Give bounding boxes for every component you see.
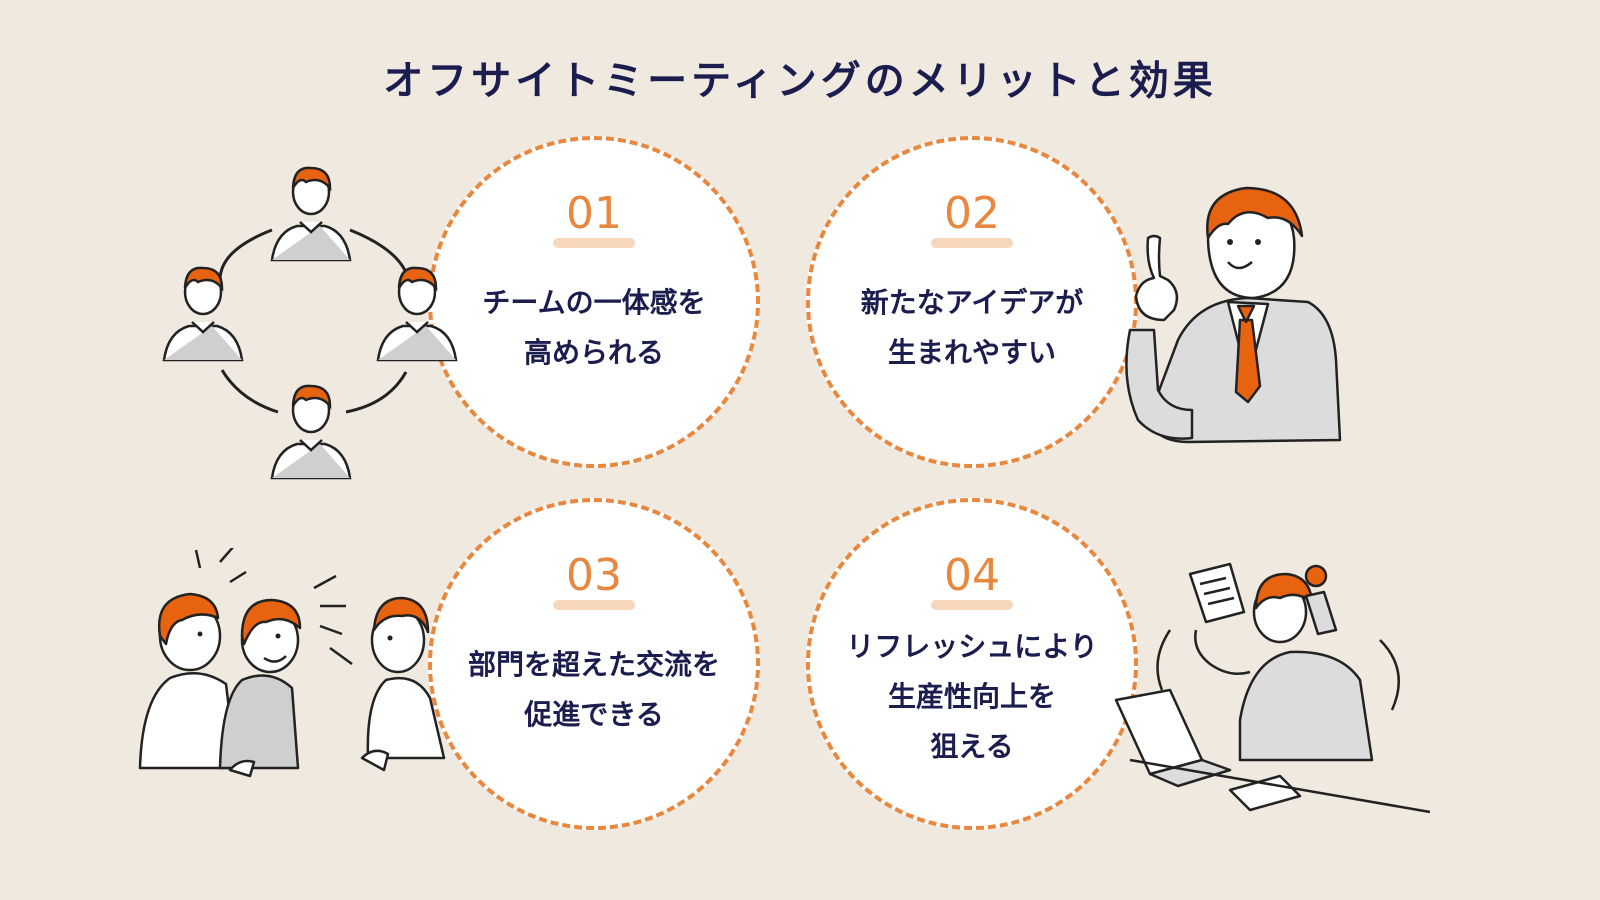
merit-card-01: 01 チームの一体感を 高められる <box>428 136 760 468</box>
card-label: 部門を超えた交流を 促進できる <box>442 640 746 740</box>
merit-card-04: 04 リフレッシュにより 生産性向上を 狙える <box>806 498 1138 830</box>
card-label-line: 高められる <box>523 336 664 369</box>
merit-card-02: 02 新たなアイデアが 生まれやすい <box>806 136 1138 468</box>
card-label: 新たなアイデアが 生まれやすい <box>820 278 1124 378</box>
team-circle-illustration <box>162 166 458 480</box>
card-label: チームの一体感を 高められる <box>442 278 746 378</box>
card-label-line: リフレッシュにより <box>846 630 1098 663</box>
card-label-line: チームの一体感を <box>482 286 706 319</box>
card-label-line: 促進できる <box>524 698 664 731</box>
page-title: オフサイトミーティングのメリットと効果 <box>383 58 1217 104</box>
brush-stroke <box>931 600 1013 610</box>
card-label-line: 部門を超えた交流を <box>467 648 720 681</box>
brush-stroke <box>553 600 635 610</box>
card-number: 01 <box>566 188 622 239</box>
card-number: 03 <box>566 550 622 601</box>
card-label-line: 生まれやすい <box>887 336 1056 369</box>
card-label-line: 狙える <box>930 730 1014 763</box>
person-icon <box>162 266 244 362</box>
idea-man-illustration <box>1125 186 1342 444</box>
merit-card-03: 03 部門を超えた交流を 促進できる <box>428 498 760 830</box>
chatting-people-illustration <box>138 548 446 778</box>
person-icon <box>270 384 352 480</box>
card-label-line: 生産性向上を <box>887 680 1056 713</box>
brush-stroke <box>553 238 635 248</box>
card-number: 04 <box>944 550 1000 601</box>
card-number: 02 <box>944 188 1000 239</box>
person-icon <box>270 166 352 262</box>
brush-stroke <box>931 238 1013 248</box>
card-label: リフレッシュにより 生産性向上を 狙える <box>820 622 1124 772</box>
card-label-line: 新たなアイデアが <box>860 286 1084 319</box>
person-icon <box>376 266 458 362</box>
busy-worker-illustration <box>1114 562 1431 814</box>
